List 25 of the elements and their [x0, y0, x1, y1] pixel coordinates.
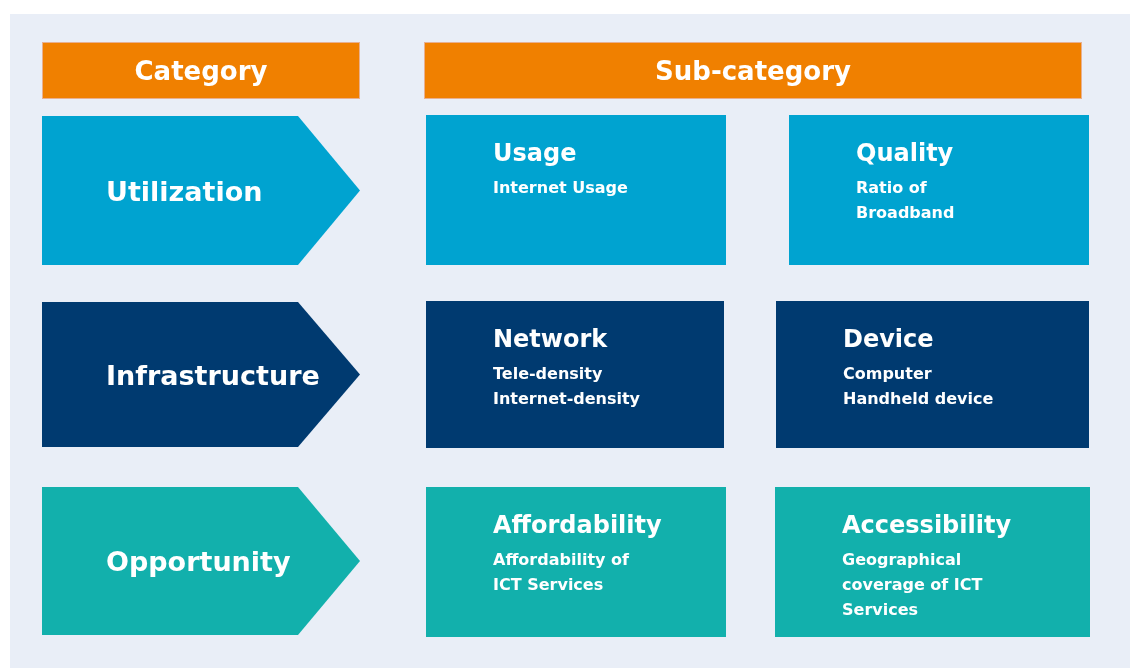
subcategory-title: Quality: [856, 139, 954, 167]
indicator-text: Ratio of Broadband: [856, 177, 956, 224]
indicator-text: Internet-density: [493, 388, 642, 410]
subcategory-title: Accessibility: [842, 511, 1012, 539]
indicator-text: Tele-density: [493, 363, 604, 385]
column-header: Category: [42, 42, 360, 99]
subcategory-box: [775, 487, 1090, 637]
subcategory-box: [789, 115, 1089, 265]
subcategory-box: [776, 301, 1089, 448]
indicator-text: Internet Usage: [493, 177, 629, 199]
subcategory-title: Affordability: [493, 511, 662, 539]
indicator-text: Computer: [843, 363, 933, 385]
indicator-text: Geographical coverage of ICT Services: [842, 549, 984, 621]
subcategory-box: [426, 301, 724, 448]
category-label: Utilization: [106, 175, 263, 206]
category-label: Opportunity: [106, 545, 291, 577]
subcategory-box: [426, 487, 726, 637]
indicator-text: Handheld device: [843, 388, 995, 410]
column-header: Sub-category: [424, 42, 1082, 99]
category-label: Infrastructure: [106, 359, 320, 390]
subcategory-title: Usage: [493, 139, 577, 167]
subcategory-box: [426, 115, 726, 265]
subcategory-title: Device: [843, 325, 934, 353]
subcategory-title: Network: [493, 325, 608, 353]
indicator-text: Affordability of ICT Services: [493, 549, 630, 596]
